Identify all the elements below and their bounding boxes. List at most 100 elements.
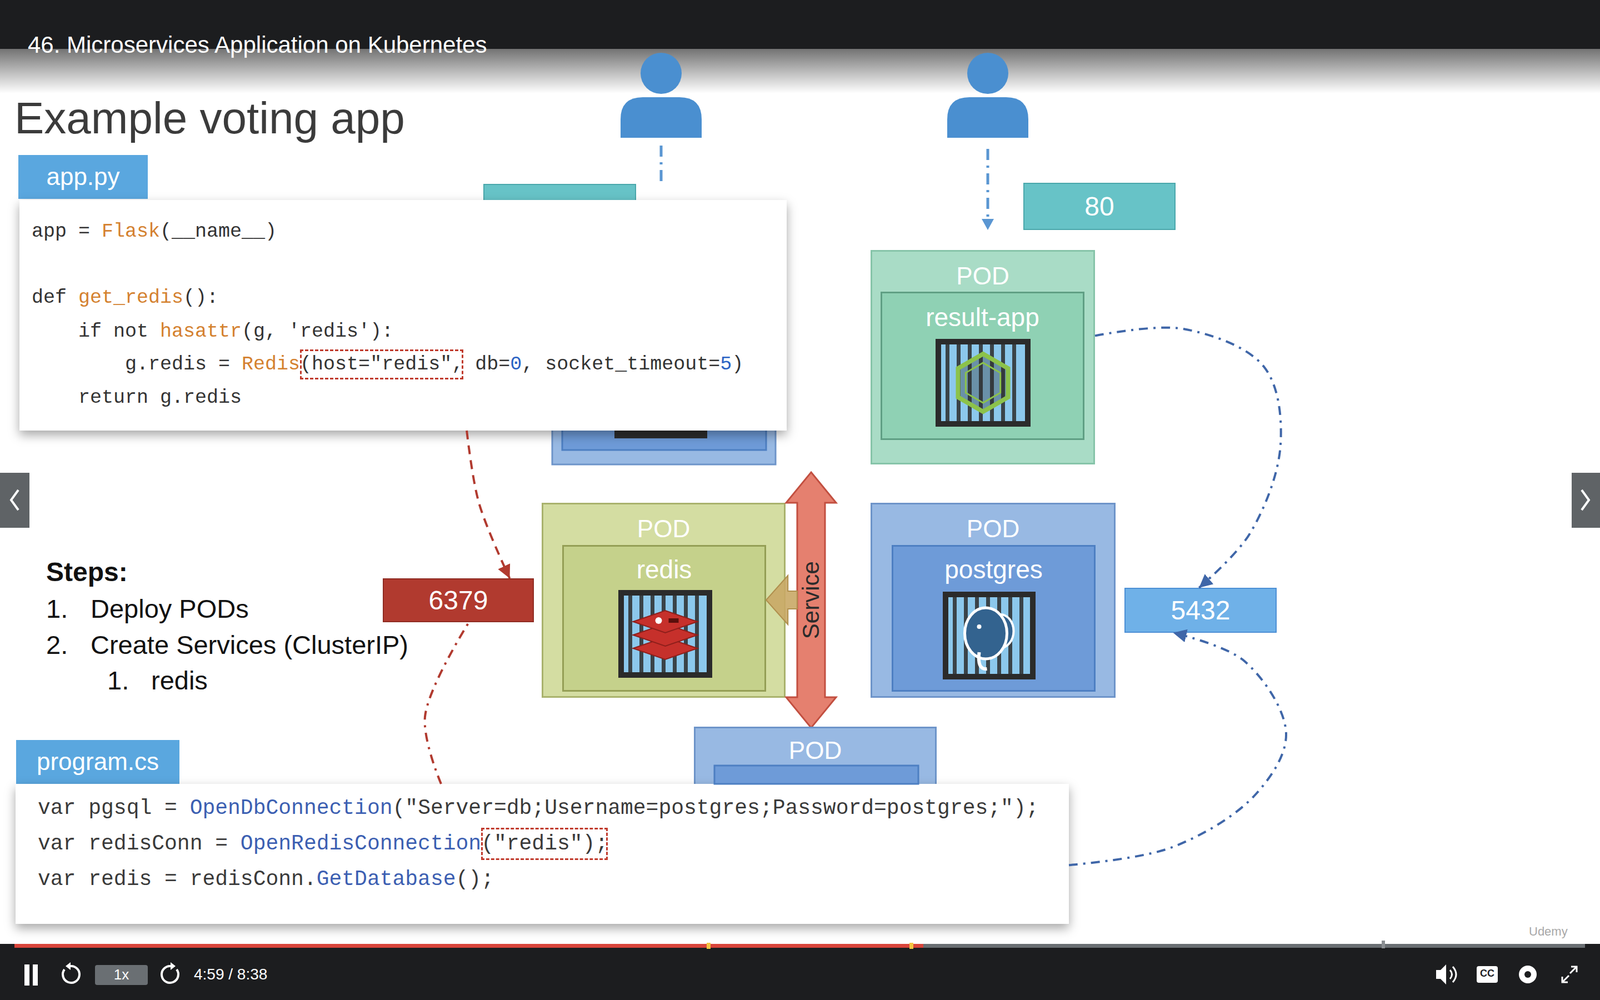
user-head [640,52,682,94]
icon-stripe [1019,597,1024,674]
code-token: var redisConn = [37,831,241,856]
dashed-connector [425,622,469,784]
code-token: "Server=db;Username=postgres;Password=po… [405,796,1014,820]
progress-track [14,943,1585,948]
slide-title: Example voting app [14,91,405,145]
gear [1518,965,1537,984]
port-box: 5432 [1124,587,1277,633]
progress-marker [706,942,711,949]
user-body [620,97,702,138]
diagonal [1562,975,1569,983]
nav-prev [0,472,30,528]
dashed-connector [1068,632,1287,865]
icon-ground [623,595,707,673]
pause-bar [32,964,38,986]
rewind-icon [62,962,80,983]
steps-heading: Steps: [46,556,128,589]
code-token: var pgsql = [37,796,190,820]
code-line: var redisConn = OpenRedisConnection("red… [37,826,608,862]
code-line: if not hasattr(g, 'redis'): [31,315,394,349]
code-token: var redis = redisConn. [37,867,317,892]
step-text: Create Services (ClusterIP) [90,629,409,661]
code-token: ); [1013,796,1039,820]
code-token: 5 [720,353,732,376]
code-token: OpenDbConnection [190,796,393,820]
logo-head [965,607,1008,659]
code-token: 0 [510,353,522,376]
code-token: (host= [300,353,370,376]
sound-wave [1452,966,1457,983]
file-name: program.cs [36,747,159,777]
service-arrow: Service [797,472,825,728]
rewind-arc [62,966,80,983]
block-arrow [766,575,798,625]
logo-trunk [978,652,988,669]
port-box: 80 [1023,182,1176,230]
code-token: app = [31,220,102,243]
port-number: 6379 [428,584,489,617]
video-title: 46. Microservices Application on Kuberne… [27,31,487,59]
nav-next [1571,472,1600,528]
code-token: "redis" [370,353,452,376]
speed-button [95,965,148,985]
port-number: 5432 [1171,594,1231,627]
speed-label: 1x [95,966,148,984]
container-name: redis [636,554,693,585]
code-token: (); [456,867,494,892]
code-line: app = Flask(__name__) [31,215,277,249]
pause-icon [24,964,38,986]
code-line: def get_redis(): [31,281,219,315]
code-box: app = Flask(__name__)def get_redis():if … [19,200,787,431]
gear-hole [1524,971,1532,978]
code-line: g.redis = Redis(host="redis", db=0, sock… [31,347,744,382]
user-head [967,52,1009,94]
code-token: ); [582,831,609,856]
code-box: var pgsql = OpenDbConnection("Server=db;… [15,783,1069,924]
container-icon [618,590,713,678]
code-token: ( [392,796,406,820]
code-token: GetDatabase [316,867,457,892]
pause-bar [24,964,30,986]
logo-mark [668,618,679,623]
rewind-head [65,962,71,970]
icon-frame [618,590,713,678]
settings-icon [1518,965,1537,984]
service-label: Service [797,561,825,639]
speaker [1436,964,1447,985]
user-body [947,97,1029,138]
forward-icon [161,962,179,983]
pod-label: POD [637,514,690,544]
icon-frame [942,591,1036,680]
container-icon [935,338,1031,427]
captions-label: CC [1476,967,1498,980]
code-token: (): [183,286,219,309]
code-token: Flask [101,220,160,243]
icon-stripe [628,595,633,673]
code-token: ( [481,831,494,856]
icon-stripe [1012,344,1017,422]
icon-frame [935,338,1031,427]
hidden-container-box [714,765,919,784]
pod-label: POD [788,736,842,766]
captions-icon [1476,966,1498,983]
code-token: 'redis' [288,320,370,343]
code-token: g.redis = [125,353,242,376]
file-tab: app.py [18,155,148,199]
logo-layer [633,610,698,633]
time-label: 4:59 / 8:38 [193,965,268,984]
code-token: "redis" [493,831,583,856]
progress-marker [1381,940,1385,949]
step-number: 1. [46,593,68,625]
chevron [11,490,19,510]
fullscreen-icon [1562,966,1577,983]
code-token: get_redis [78,286,184,309]
code-token: ): [370,320,394,343]
dashed-connector [1095,327,1282,588]
user-link-head [981,218,994,230]
user-link [986,148,990,220]
step-text: redis [151,665,208,697]
code-line: var pgsql = OpenDbConnection("Server=db;… [37,790,1039,827]
pod-label: POD [956,261,1009,292]
